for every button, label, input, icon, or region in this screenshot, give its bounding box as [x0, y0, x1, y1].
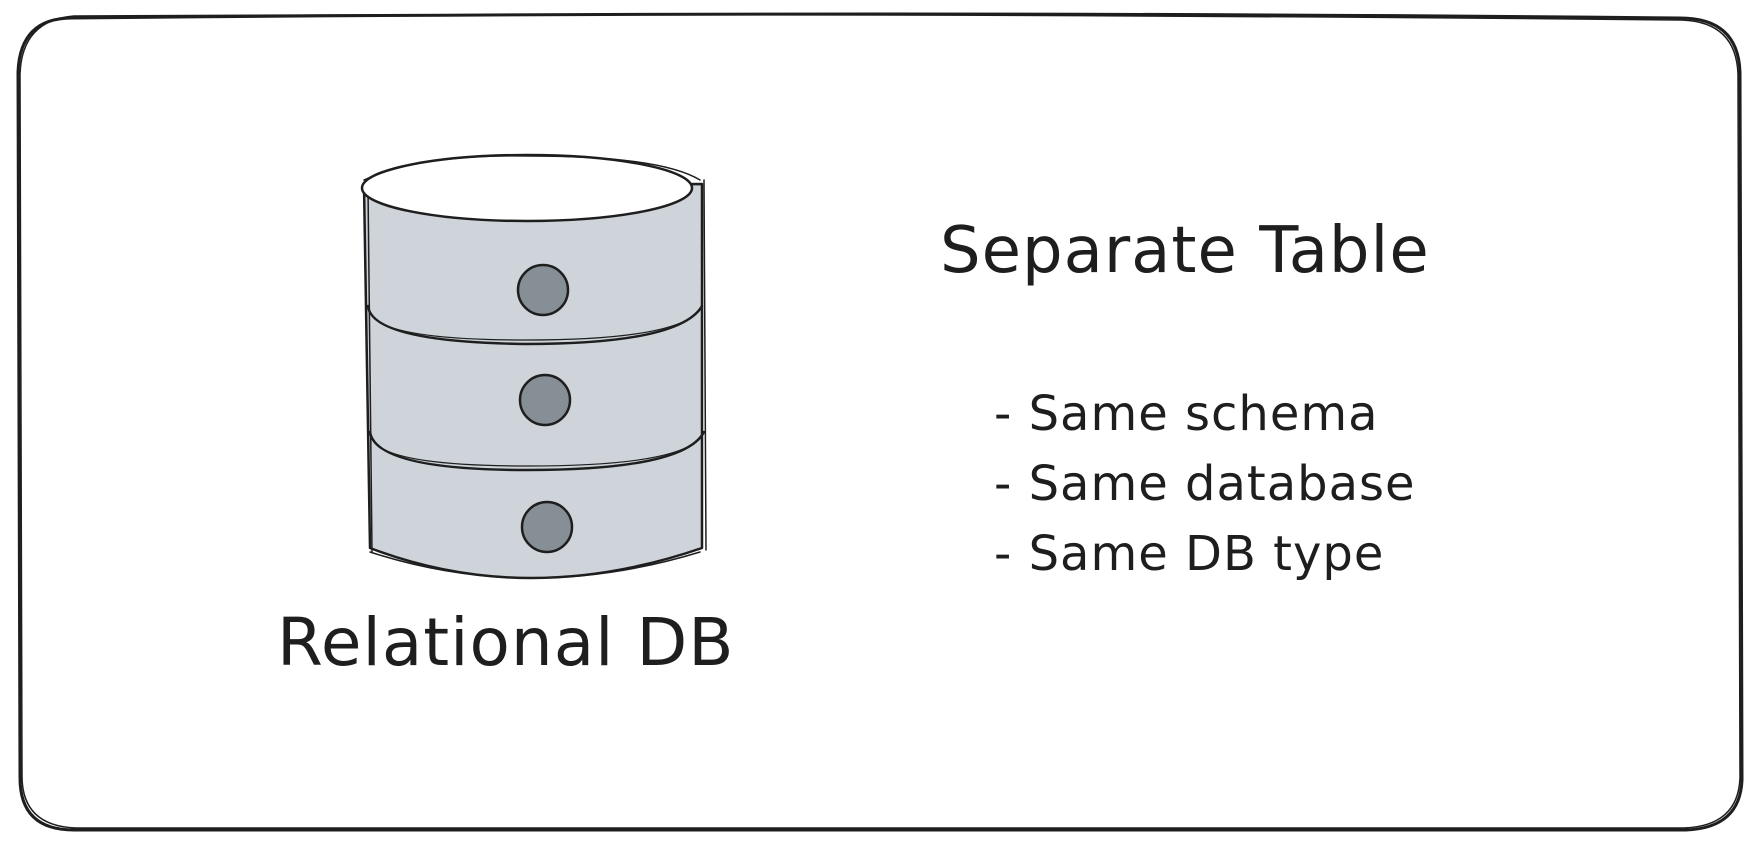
- bullet-item: - Same schema: [994, 386, 1379, 442]
- cylinder-top: [360, 153, 694, 223]
- bullet-item: - Same DB type: [994, 526, 1384, 582]
- diagram-title: Separate Table: [940, 214, 1430, 288]
- segment-knob: [516, 263, 570, 317]
- bullet-item: - Same database: [994, 456, 1416, 512]
- segment-knob: [518, 373, 572, 427]
- database-cylinder-icon: [360, 153, 707, 580]
- database-label: Relational DB: [277, 604, 735, 681]
- segment-knob: [520, 500, 574, 554]
- frame: [16, 12, 1744, 832]
- bullet-list: - Same schema - Same database - Same DB …: [994, 386, 1416, 582]
